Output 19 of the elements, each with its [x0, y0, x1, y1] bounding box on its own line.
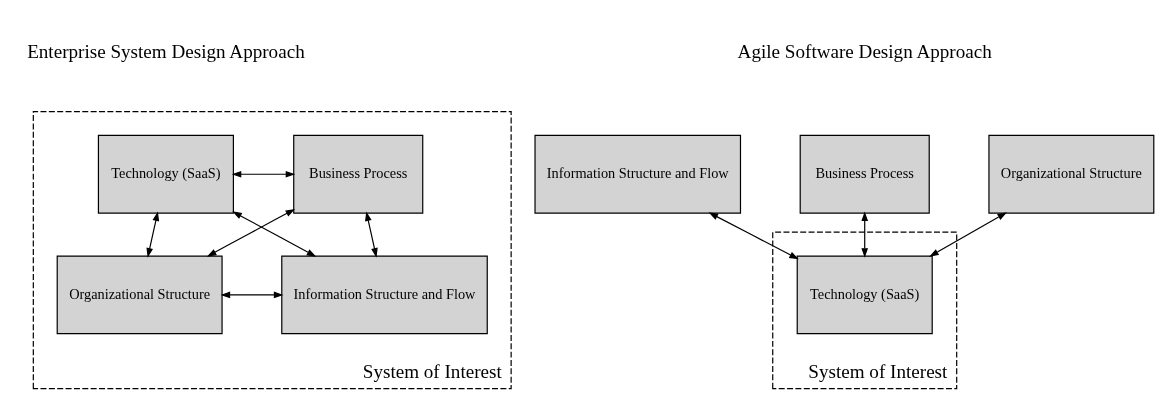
node-box: Organizational Structure [56, 255, 223, 335]
arrow [929, 212, 1007, 257]
arrow [365, 211, 378, 258]
arrow [708, 212, 799, 260]
node-box: Technology (SaaS) [796, 255, 933, 335]
label: Enterprise System Design Approach [27, 41, 305, 63]
arrow [146, 211, 160, 258]
node-box: Information Structure and Flow [534, 134, 742, 214]
node-box: Organizational Structure [988, 134, 1155, 214]
node-box: Business Process [293, 134, 424, 214]
arrow [231, 170, 296, 178]
label: Agile Software Design Approach [737, 41, 992, 63]
arrow [861, 211, 869, 258]
arrow [206, 209, 296, 257]
arrow [232, 211, 317, 257]
node-box: Technology (SaaS) [97, 134, 234, 214]
node-box: Information Structure and Flow [281, 255, 488, 335]
node-box: Business Process [799, 134, 930, 214]
arrow [220, 291, 284, 299]
